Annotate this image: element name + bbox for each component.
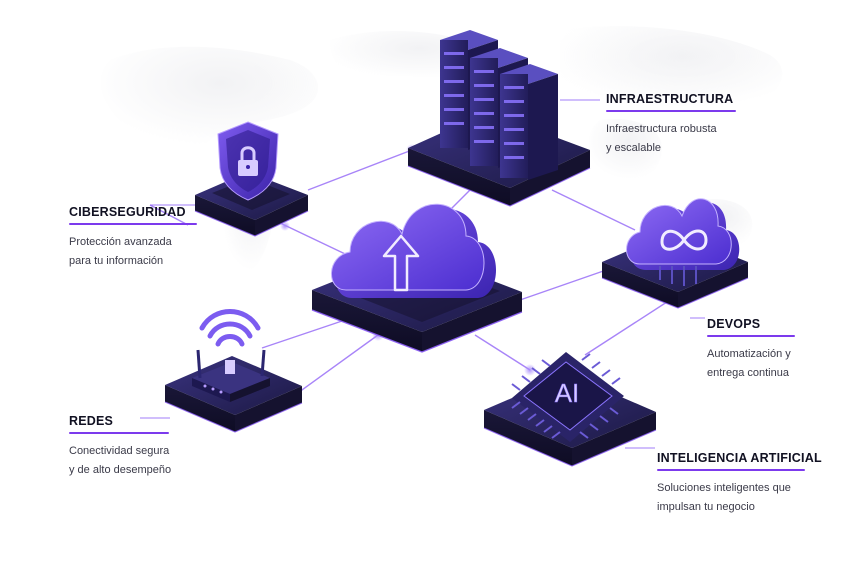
ai-chip-icon: AI bbox=[511, 352, 624, 442]
devops-node bbox=[601, 198, 749, 309]
ciberseguridad-description: Protección avanzada para tu información bbox=[69, 236, 172, 267]
network-node bbox=[164, 309, 303, 433]
link-cloud-devops bbox=[519, 267, 613, 301]
server-rack-icon bbox=[440, 30, 558, 180]
shield-lock-icon bbox=[217, 121, 279, 201]
ia-underline bbox=[657, 469, 805, 471]
label-infraestructura: INFRAESTRUCTURA Infraestructura robusta … bbox=[606, 92, 736, 158]
label-redes: REDES Conectividad segura y de alto dese… bbox=[69, 414, 172, 480]
link-security-infra bbox=[307, 149, 413, 191]
link-router-ai bbox=[294, 334, 379, 396]
ciberseguridad-title: CIBERSEGURIDAD bbox=[69, 205, 186, 219]
cloud-upload-icon bbox=[331, 203, 496, 298]
devops-description: Automatización y entrega continua bbox=[707, 348, 791, 379]
label-connectors bbox=[140, 99, 705, 449]
link-security-router bbox=[149, 204, 189, 226]
label-ia: INTELIGENCIA ARTIFICIAL Soluciones intel… bbox=[657, 451, 822, 517]
security-node bbox=[194, 121, 309, 237]
redes-underline bbox=[69, 432, 169, 434]
link-devops-ai bbox=[584, 299, 671, 356]
infraestructura-description: Infraestructura robusta y escalable bbox=[606, 123, 717, 154]
ai-chip-text: AI bbox=[555, 378, 580, 408]
infrastructure-node bbox=[407, 30, 591, 207]
link-infra-devops bbox=[551, 189, 636, 231]
label-ciberseguridad: CIBERSEGURIDAD Protección avanzada para … bbox=[69, 205, 197, 271]
wifi-router-icon bbox=[192, 309, 270, 402]
ia-description: Soluciones inteligentes que impulsan tu … bbox=[657, 482, 791, 513]
link-cloud-ai bbox=[474, 334, 531, 371]
devops-underline bbox=[707, 335, 795, 337]
infraestructura-title: INFRAESTRUCTURA bbox=[606, 92, 734, 106]
ciberseguridad-underline bbox=[69, 223, 197, 225]
redes-description: Conectividad segura y de alto desempeño bbox=[69, 445, 172, 476]
infraestructura-underline bbox=[606, 110, 736, 112]
ia-title: INTELIGENCIA ARTIFICIAL bbox=[657, 451, 822, 465]
infinity-cloud-icon bbox=[626, 198, 740, 286]
devops-title: DEVOPS bbox=[707, 317, 761, 331]
ai-node: AI bbox=[483, 352, 657, 467]
label-devops: DEVOPS Automatización y entrega continua bbox=[707, 317, 795, 383]
redes-title: REDES bbox=[69, 414, 114, 428]
link-cloud-router bbox=[261, 319, 346, 349]
cloud-node bbox=[311, 203, 523, 353]
